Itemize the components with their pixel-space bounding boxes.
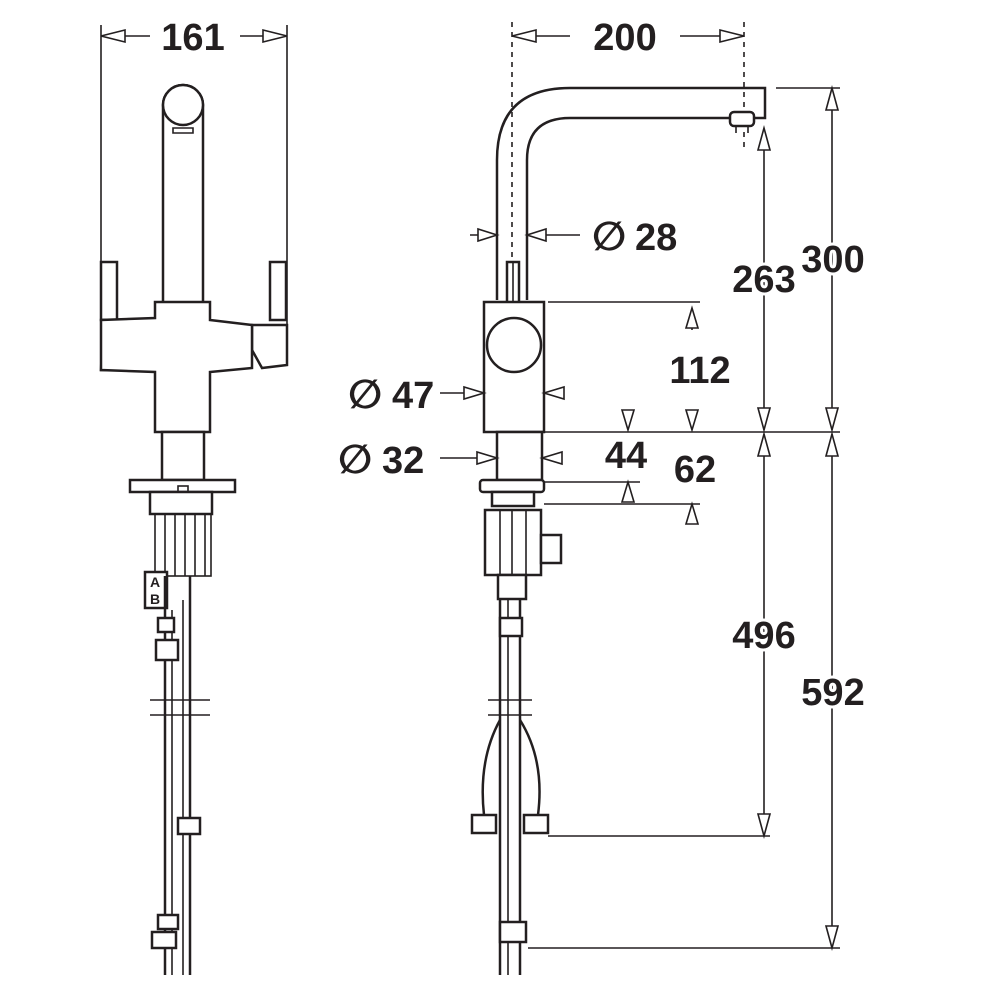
diameter-symbol-28: ∅: [592, 215, 626, 259]
dimension-label-hose-length: 496: [732, 615, 795, 657]
fixings-front: A B: [143, 513, 212, 610]
diameter-symbol-32: ∅: [338, 438, 372, 482]
spout-side: [495, 86, 767, 300]
dimension-base-height: 44: [544, 409, 647, 503]
dimension-body-diameter: ∅ 47: [348, 373, 565, 417]
handle-right: [250, 260, 289, 370]
dimension-lever-height: 112: [548, 301, 731, 392]
diameter-symbol-47: ∅: [348, 373, 382, 417]
dimension-label-spout-height-under: 263: [732, 259, 795, 301]
connector-label-a: A: [150, 574, 160, 590]
front-view: 161: [99, 17, 289, 975]
dimension-base-diameter: ∅ 32: [338, 438, 563, 482]
dimension-spout-height-under: 263: [729, 124, 799, 434]
dimension-spout-height-total: 300: [798, 84, 868, 434]
dimension-label-overall-width: 161: [161, 17, 224, 59]
fixings-side: [483, 508, 563, 601]
body-front: [99, 300, 254, 434]
hoses-side: [470, 600, 550, 975]
connector-label-b: B: [150, 591, 160, 607]
base-front: [128, 430, 237, 516]
dimension-label-base-diameter: 32: [382, 440, 424, 482]
dimension-hose-length: 496: [729, 430, 799, 840]
dimension-overall-length: 592: [798, 430, 868, 952]
dimension-overall-width: 161: [100, 17, 288, 330]
dimension-label-base-height: 44: [605, 435, 647, 477]
dimension-label-overall-length: 592: [801, 672, 864, 714]
dimension-label-spout-height-total: 300: [801, 239, 864, 281]
dimension-label-body-diameter: 47: [392, 375, 434, 417]
spout-front: [161, 83, 205, 310]
dimension-reach: 200: [511, 17, 745, 600]
dimension-label-body-to-deck: 62: [674, 449, 716, 491]
dimension-label-reach: 200: [593, 17, 656, 59]
dimension-spout-diameter: ∅ 28: [470, 215, 677, 259]
dimension-label-spout-diameter: 28: [635, 217, 677, 259]
side-view: 200 ∅ 28: [338, 17, 868, 975]
hoses-front: [150, 576, 210, 975]
dimension-label-lever-height: 112: [669, 350, 730, 392]
dimension-body-to-deck: 62: [544, 409, 716, 525]
body-side: [478, 260, 546, 508]
